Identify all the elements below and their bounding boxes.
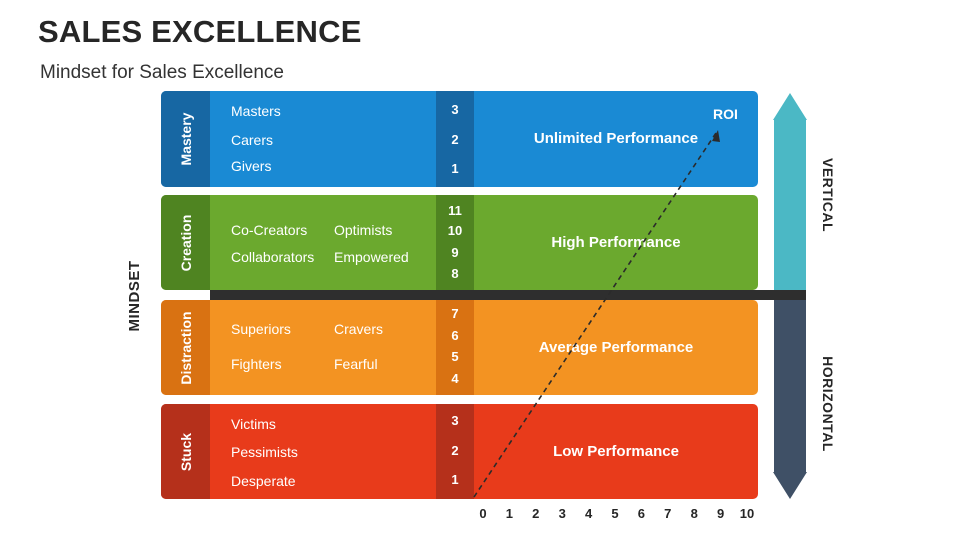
mindset-item-empowered: Empowered [334, 249, 409, 265]
score-column-mastery: 3 2 1 [436, 91, 474, 187]
score-distraction-6: 6 [451, 328, 459, 343]
mindset-item-pessimists: Pessimists [231, 444, 298, 460]
x-axis-tick-1: 1 [505, 506, 513, 521]
score-creation-10: 10 [447, 223, 463, 238]
mindset-item-collaborators: Collaborators [231, 249, 315, 265]
band-tab-mastery: Mastery [161, 91, 210, 187]
x-axis-tick-2: 2 [532, 506, 540, 521]
score-distraction-7: 7 [451, 306, 459, 321]
score-mastery-2: 2 [451, 132, 459, 147]
score-stuck-2: 2 [451, 443, 459, 458]
score-distraction-4: 4 [451, 371, 459, 386]
score-stuck-3: 3 [451, 413, 459, 428]
score-stuck-1: 1 [451, 472, 459, 487]
x-axis-tick-8: 8 [690, 506, 698, 521]
roi-label: ROI [713, 106, 738, 122]
score-creation-9: 9 [451, 245, 459, 260]
score-creation-11: 11 [448, 203, 462, 218]
score-mastery-1: 1 [451, 161, 459, 176]
mindset-item-fighters: Fighters [231, 356, 282, 372]
band-tab-distraction: Distraction [161, 300, 210, 395]
band-mastery: Mastery Masters Carers Givers 3 2 1 Unli… [161, 91, 758, 187]
band-tab-creation: Creation [161, 195, 210, 290]
x-axis-tick-0: 0 [479, 506, 487, 521]
x-axis-tick-10: 10 [739, 506, 755, 521]
horizontal-arrow-shape [773, 300, 807, 499]
mindset-item-superiors: Superiors [231, 321, 291, 337]
x-axis-tick-9: 9 [716, 506, 725, 521]
x-axis-tick-5: 5 [611, 506, 619, 521]
page-subtitle: Mindset for Sales Excellence [40, 62, 284, 83]
score-column-distraction: 7 6 5 4 [436, 300, 474, 395]
x-axis-tick-3: 3 [558, 506, 566, 521]
band-tab-stuck: Stuck [161, 404, 210, 499]
score-column-stuck: 3 2 1 [436, 404, 474, 499]
mindset-item-masters: Masters [231, 103, 281, 119]
mindset-item-victims: Victims [231, 416, 276, 432]
x-axis-tick-6: 6 [637, 506, 645, 521]
mindset-item-cravers: Cravers [334, 321, 384, 337]
mindset-item-fearful: Fearful [334, 356, 378, 372]
mindset-item-optimists: Optimists [334, 222, 393, 238]
score-mastery-3: 3 [451, 102, 459, 117]
mindset-item-desperate: Desperate [231, 473, 296, 489]
mindset-item-carers: Carers [231, 132, 274, 148]
vertical-arrow-shape [773, 93, 807, 290]
score-column-creation: 11 10 9 8 [436, 195, 474, 290]
page-title: SALES EXCELLENCE [38, 14, 362, 49]
score-creation-8: 8 [451, 266, 459, 281]
x-axis-tick-4: 4 [584, 506, 593, 521]
mindset-item-co-creators: Co-Creators [231, 222, 308, 238]
mindset-item-givers: Givers [231, 158, 272, 174]
vertical-horizontal-divider [210, 290, 806, 300]
score-distraction-5: 5 [451, 349, 459, 364]
x-axis-tick-7: 7 [664, 506, 672, 521]
